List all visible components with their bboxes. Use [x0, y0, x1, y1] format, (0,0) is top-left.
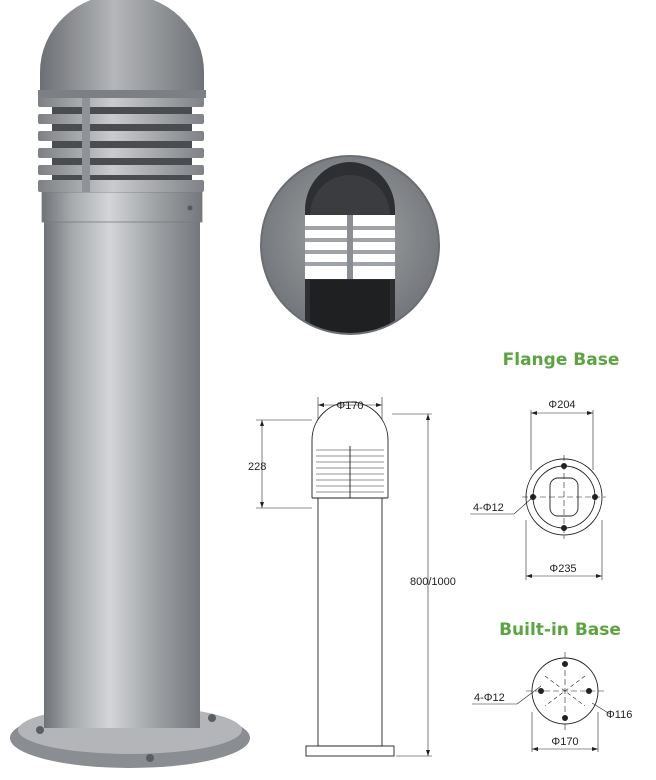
collar-screw: [187, 205, 193, 211]
dim-builtin-inner: Φ116: [606, 709, 632, 721]
lamp-dome: [40, 0, 204, 98]
flange-base-section: Flange Base Φ204 4-Φ12 Φ235: [470, 350, 619, 580]
builtin-base-title: Built-in Base: [499, 620, 621, 640]
flange-base-title: Flange Base: [503, 350, 620, 370]
elevation-drawing: Φ170 228 800/1000: [248, 397, 456, 757]
flange-bolt-hole: [561, 463, 567, 469]
dim-total-height: 800/1000: [410, 576, 456, 588]
dim-flange-outer: Φ204: [548, 399, 575, 411]
dim-flange-base: Φ235: [549, 563, 576, 575]
builtin-bolt-hole: [586, 688, 592, 694]
louvre-post: [82, 96, 90, 192]
dim-lamp-diameter: Φ170: [336, 400, 363, 412]
base-bolt: [36, 726, 44, 734]
flange-bolt-hole: [592, 494, 598, 500]
base-bolt: [146, 754, 154, 762]
louvre-inner: [52, 96, 192, 192]
lamp-pole: [44, 220, 200, 728]
builtin-bolt-hole: [562, 715, 568, 721]
louvre-fins: [38, 97, 204, 192]
bollard-lamp-photo: [10, 0, 250, 768]
lamp-collar: [41, 191, 203, 223]
dome-rim: [38, 90, 206, 98]
builtin-base-section: Built-in Base 4-Φ12 Φ116 Φ170: [472, 620, 632, 752]
dim-flange-holes: 4-Φ12: [473, 502, 504, 514]
dim-head-height: 228: [248, 461, 266, 473]
dim-builtin-outer: Φ170: [551, 736, 578, 748]
builtin-bolt-hole: [562, 661, 568, 667]
base-bolt: [208, 714, 216, 722]
flange-bolt-hole: [561, 525, 567, 531]
dim-builtin-holes: 4-Φ12: [474, 692, 505, 704]
lit-lamp-inset: [260, 155, 440, 335]
builtin-bolt-hole: [538, 688, 544, 694]
